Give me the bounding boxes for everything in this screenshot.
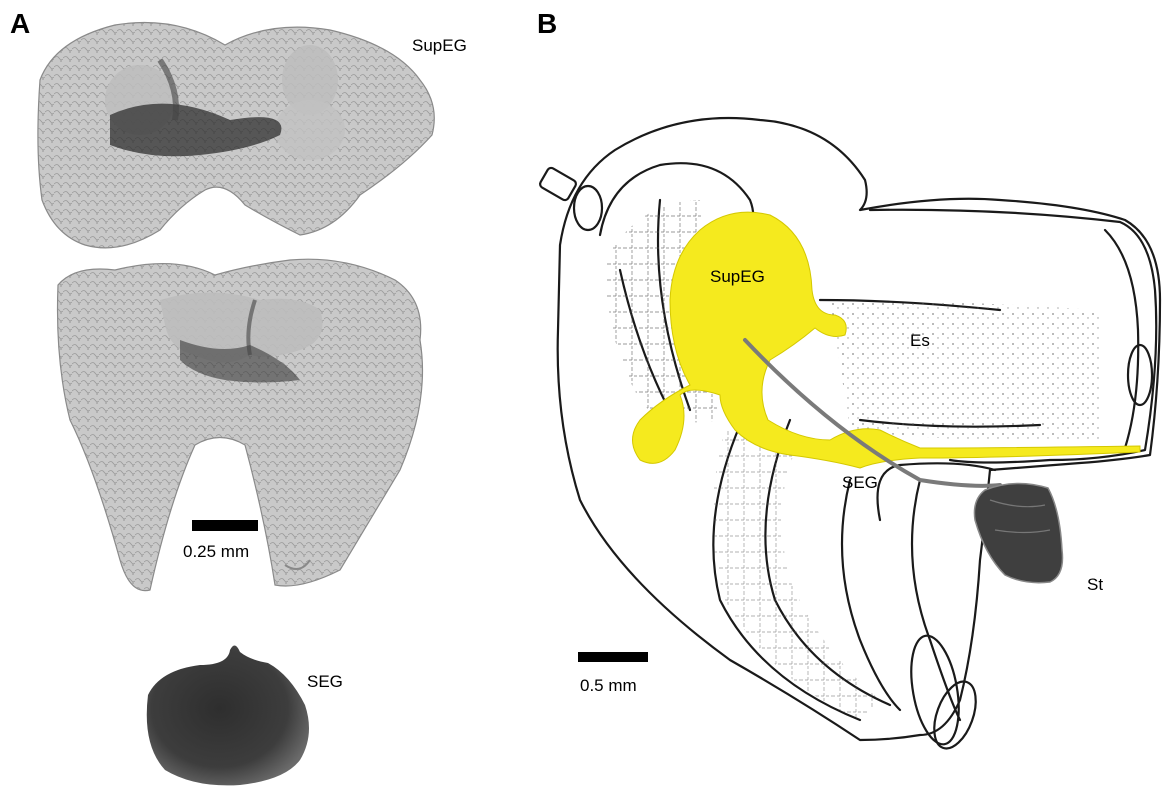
seg-sample bbox=[147, 645, 309, 785]
supeg-section-upper bbox=[38, 23, 434, 248]
panel-b-letter: B bbox=[537, 10, 557, 38]
panel-a-letter: A bbox=[10, 10, 30, 38]
panel-a-scale-label: 0.25 mm bbox=[183, 543, 249, 560]
panel-a-seg-label: SEG bbox=[307, 673, 343, 690]
panel-b-supeg-label: SupEG bbox=[710, 268, 765, 285]
panel-b-es-label: Es bbox=[910, 332, 930, 349]
scale-bar-b bbox=[578, 652, 648, 662]
supeg-section-lower bbox=[58, 259, 423, 590]
panel-b-seg-label: SEG bbox=[842, 474, 878, 491]
panel-b-st-label: St bbox=[1087, 576, 1103, 593]
panel-b-scale-label: 0.5 mm bbox=[580, 677, 637, 694]
panel-a-supeg-label: SupEG bbox=[412, 37, 467, 54]
scale-bar-a bbox=[192, 520, 258, 531]
stomach-sample bbox=[974, 483, 1062, 582]
